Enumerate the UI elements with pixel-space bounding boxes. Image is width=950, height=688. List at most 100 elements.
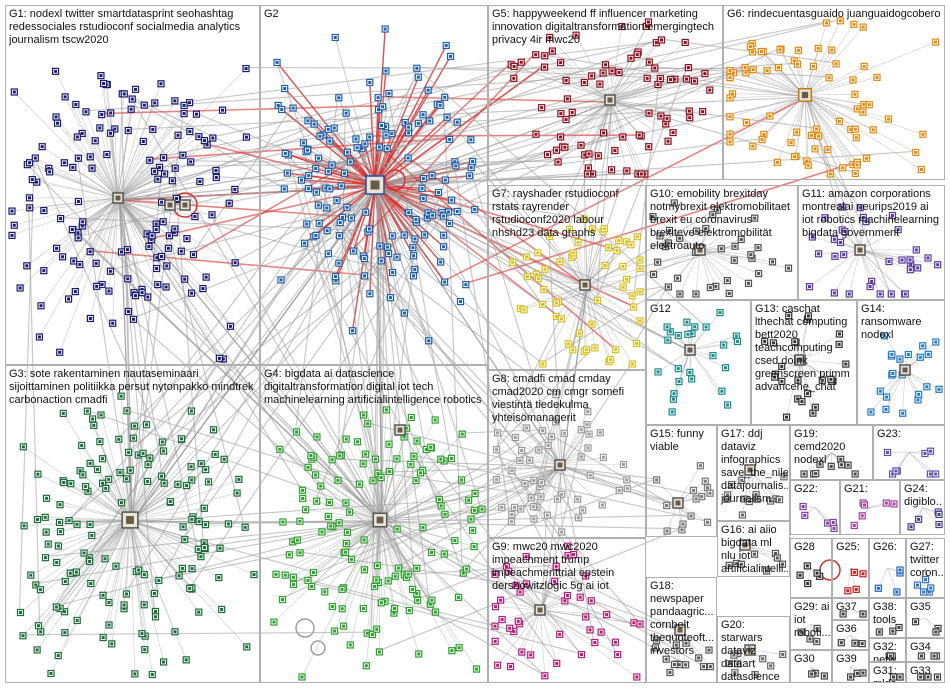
edge-g7-g10-4 (638, 251, 703, 269)
node-fill-g3-135 (152, 591, 156, 595)
node-fill-g7-42 (608, 357, 612, 361)
node-fill-g6-66 (826, 148, 830, 152)
edge-g3-53 (129, 492, 238, 521)
node-fill-g3-8 (107, 477, 111, 481)
node-fill-g9-15 (553, 579, 557, 583)
edge-g4-84 (379, 458, 441, 521)
node-fill-g4-88 (406, 572, 410, 576)
edge-g3-111 (63, 482, 131, 521)
node-fill-g8-29 (539, 481, 543, 485)
edge-g8-g15-2 (561, 466, 656, 480)
node-fill-g7-0 (596, 298, 600, 302)
node-fill-g1-122 (204, 275, 208, 279)
node-fill-g3-96 (88, 461, 92, 465)
edge-g1-6 (14, 197, 119, 226)
edge-g9-42 (539, 600, 592, 611)
node-fill-g2-89 (306, 119, 310, 123)
node-fill-g28-3 (798, 573, 802, 577)
edge-g2-g3-3 (183, 252, 389, 539)
hub-node-avatar-g20-0 (747, 647, 753, 653)
node-fill-g11-18 (914, 248, 918, 252)
node-fill-g9-41 (516, 619, 520, 623)
node-fill-g18-11 (684, 641, 688, 645)
edge-g2-g8-5 (363, 274, 563, 468)
edge-g1-22 (117, 197, 169, 249)
node-fill-g7-9 (625, 240, 629, 244)
node-fill-g1-121 (151, 127, 155, 131)
node-fill-g17-12 (730, 483, 734, 487)
node-fill-g1-74 (10, 233, 14, 237)
node-fill-g2-28 (436, 190, 440, 194)
edge-g4-2 (293, 519, 381, 578)
node-fill-g4-71 (306, 578, 310, 582)
node-fill-g5-77 (613, 149, 617, 153)
node-fill-g2-62 (283, 87, 287, 91)
edge-g2-g7-12 (377, 145, 616, 350)
node-fill-g3-129 (132, 424, 136, 428)
hub-node-avatar-g11-0 (857, 247, 863, 253)
node-fill-g12-5 (704, 325, 708, 329)
node-fill-g10-15 (714, 284, 718, 288)
group-box-g32 (869, 638, 906, 662)
node-fill-g5-78 (669, 78, 673, 82)
node-fill-g6-25 (728, 132, 732, 136)
node-fill-g6-16 (862, 64, 866, 68)
node-fill-g2-77 (339, 184, 343, 188)
node-fill-g3-131 (74, 570, 78, 574)
node-fill-g4-37 (314, 473, 318, 477)
node-fill-g2-72 (317, 221, 321, 225)
node-fill-g4-49 (473, 492, 477, 496)
edge-g4-g9-3 (381, 521, 526, 584)
node-fill-g2-2 (443, 280, 447, 284)
node-fill-g4-43 (412, 454, 416, 458)
node-fill-g4-13 (306, 465, 310, 469)
node-fill-g19-7 (829, 464, 833, 468)
node-fill-g4-56 (471, 528, 475, 532)
node-fill-g4-73 (409, 462, 413, 466)
node-fill-g3-61 (90, 533, 94, 537)
node-fill-g2-82 (412, 254, 416, 258)
edge-g13-18 (799, 359, 816, 408)
node-fill-g2-124 (345, 150, 349, 154)
edge-g1-g6-1 (84, 62, 797, 112)
node-fill-g1-62 (100, 283, 104, 287)
node-fill-g8-24 (525, 426, 529, 430)
edge-g17-7 (742, 469, 751, 516)
node-fill-g21-3 (852, 524, 856, 528)
node-fill-g5-72 (637, 133, 641, 137)
node-fill-g13-19 (796, 397, 800, 401)
edge-g3-125 (64, 519, 131, 633)
node-fill-g5-37 (686, 66, 690, 70)
node-fill-g2-146 (426, 211, 430, 215)
hub-node-avatar-g4-1 (397, 427, 403, 433)
edge-g1-g3-17 (134, 294, 164, 483)
node-fill-g1-20 (35, 180, 39, 184)
node-fill-g1-79 (140, 291, 144, 295)
edge-g3-147 (36, 519, 131, 651)
node-fill-g3-103 (176, 482, 180, 486)
edge-g6-47 (804, 94, 855, 96)
node-fill-g4-46 (430, 550, 434, 554)
node-fill-g3-42 (82, 551, 86, 555)
node-fill-g1-12 (88, 316, 92, 320)
edge-g2-g7-11 (376, 186, 588, 288)
edge-g6-40 (804, 49, 833, 96)
node-fill-g4-14 (456, 595, 460, 599)
node-fill-g6-7 (934, 40, 938, 44)
node-fill-g1-107 (54, 115, 58, 119)
node-fill-g1-145 (174, 196, 178, 200)
node-fill-g3-21 (29, 573, 33, 577)
node-fill-g6-69 (728, 76, 732, 80)
node-fill-g3-34 (189, 465, 193, 469)
node-fill-g2-100 (283, 151, 287, 155)
node-fill-g4-58 (433, 610, 437, 614)
node-fill-g11-28 (847, 292, 851, 296)
node-fill-g4-94 (469, 517, 473, 521)
node-fill-g7-12 (638, 290, 642, 294)
node-fill-g3-15 (122, 607, 126, 611)
node-fill-g6-21 (851, 163, 855, 167)
node-fill-g6-67 (861, 110, 865, 114)
node-fill-g8-46 (513, 505, 517, 509)
self-loop-3 (295, 618, 315, 638)
node-fill-g1-94 (188, 130, 192, 134)
